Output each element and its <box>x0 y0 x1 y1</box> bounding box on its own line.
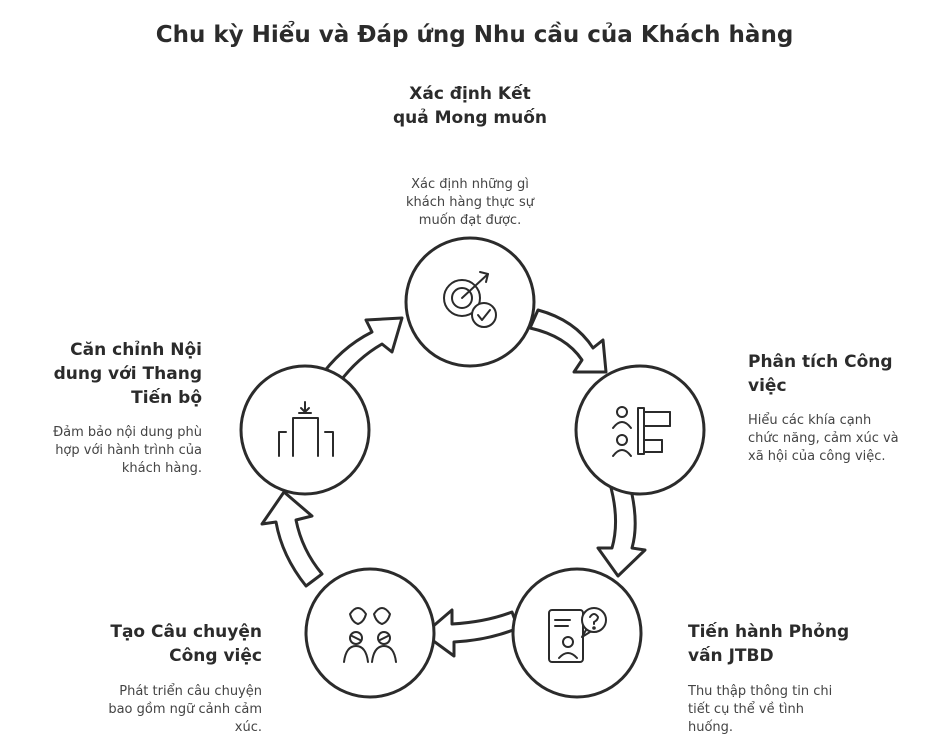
node-define <box>404 236 536 368</box>
page-title: Chu kỳ Hiểu và Đáp ứng Nhu cầu của Khách… <box>155 22 794 48</box>
people-list-icon <box>612 406 671 457</box>
stage-desc-analyze: Hiểu các khía cạnh chức năng, cảm xúc và… <box>748 413 899 464</box>
node-analyze <box>574 364 706 496</box>
stage-title-align: Căn chỉnh Nội dung với Thang Tiến bộ <box>53 340 202 408</box>
arrow-align-to-define <box>316 316 404 392</box>
node-align <box>239 364 371 496</box>
interview-question-icon <box>548 607 607 663</box>
stage-desc-story: Phát triển câu chuyện bao gồm ngữ cảnh c… <box>108 684 262 735</box>
arrow-interview-to-story <box>422 608 520 658</box>
arrow-analyze-to-interview <box>596 476 647 578</box>
stage-desc-interview: Thu thập thông tin chi tiết cụ thể về tì… <box>688 684 833 735</box>
stage-desc-define: Xác định những gì khách hàng thực sự muố… <box>406 177 534 228</box>
arrow-story-to-align <box>260 490 324 588</box>
stage-title-interview: Tiến hành Phỏng vấn JTBD <box>688 622 850 666</box>
stage-desc-align: Đảm bảo nội dung phù hợp với hành trình … <box>53 425 202 476</box>
arrow-define-to-analyze <box>528 308 608 374</box>
stage-title-story: Tạo Câu chuyện Công việc <box>110 622 262 666</box>
two-people-thinking-icon <box>343 607 397 663</box>
stage-title-analyze: Phân tích Công việc <box>748 352 893 396</box>
node-interview <box>511 567 643 699</box>
target-check-icon <box>443 271 497 328</box>
progress-steps-icon <box>278 401 334 457</box>
stage-title-define: Xác định Kết quả Mong muốn <box>392 84 548 128</box>
node-story <box>304 567 436 699</box>
